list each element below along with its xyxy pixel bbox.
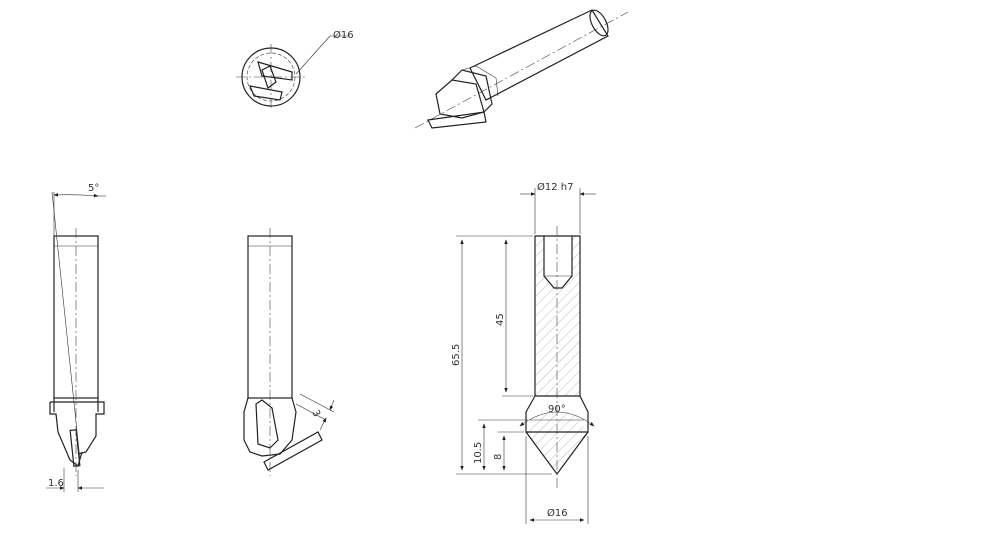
tip-height-label: 10.5 [473, 442, 484, 464]
side-view-a: 5° 1.6 [46, 183, 106, 492]
side-view-a-width-label: 1.6 [48, 478, 64, 489]
side-view-a-angle-label: 5° [88, 183, 99, 194]
overall-length-label: 65.5 [451, 344, 462, 366]
section-view: Ø12 h7 65.5 45 90° 10.5 8 Ø16 [451, 181, 596, 524]
cutting-diameter-label: Ø16 [547, 507, 568, 519]
side-view-b: 3 [243, 228, 335, 476]
end-view: Ø16 [236, 29, 354, 110]
isometric-view [414, 9, 629, 129]
tip-angle-label: 90° [548, 404, 566, 415]
shank-diameter-label: Ø12 h7 [537, 181, 573, 193]
end-view-diameter-label: Ø16 [333, 29, 354, 41]
end-view-leader [295, 35, 331, 75]
side-view-b-width-label: 3 [309, 408, 322, 419]
shank-length-label: 45 [495, 313, 506, 326]
cone-height-label: 8 [493, 454, 504, 460]
